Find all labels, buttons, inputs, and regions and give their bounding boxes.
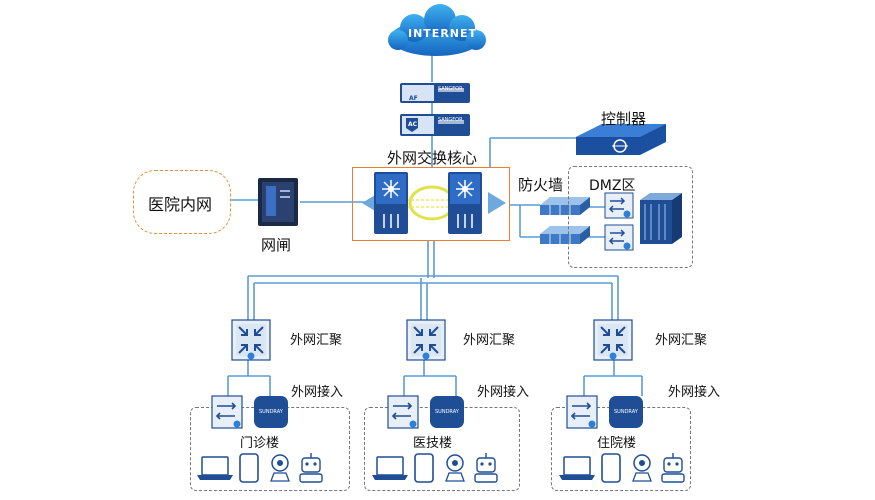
dmz-label: DMZ区	[589, 178, 636, 194]
dmz-zone-box	[568, 166, 693, 268]
ac-vendor-text: SANGFOR	[438, 117, 463, 123]
aggregation-label-1: 外网汇聚	[290, 333, 343, 348]
ac-badge: AC	[408, 121, 418, 128]
access-label-2: 外网接入	[477, 385, 530, 400]
gateway-label: 网闸	[261, 236, 292, 254]
building-label-3: 住院楼	[597, 436, 637, 451]
building-label-2: 医技楼	[413, 436, 453, 451]
intranet-label: 医院内网	[148, 195, 213, 214]
ap-vendor-text-3: SUNDRAY	[614, 409, 638, 415]
building-label-1: 门诊楼	[240, 436, 280, 451]
core-switch-box	[352, 167, 510, 241]
intranet-box	[133, 170, 231, 234]
aggregation-label-2: 外网汇聚	[463, 333, 516, 348]
controller-label: 控制器	[601, 110, 647, 128]
internet-label: INTERNET	[408, 27, 478, 40]
firewall-label: 防火墙	[518, 176, 564, 194]
aggregation-label-3: 外网汇聚	[655, 333, 708, 348]
af-vendor-text: SANGFOR	[438, 86, 463, 92]
ap-vendor-text-1: SUNDRAY	[259, 409, 283, 415]
af-badge: AF	[409, 95, 418, 102]
ap-vendor-text-2: SUNDRAY	[435, 409, 459, 415]
access-label-3: 外网接入	[668, 385, 721, 400]
access-label-1: 外网接入	[291, 385, 344, 400]
core-label: 外网交换核心	[387, 149, 478, 167]
